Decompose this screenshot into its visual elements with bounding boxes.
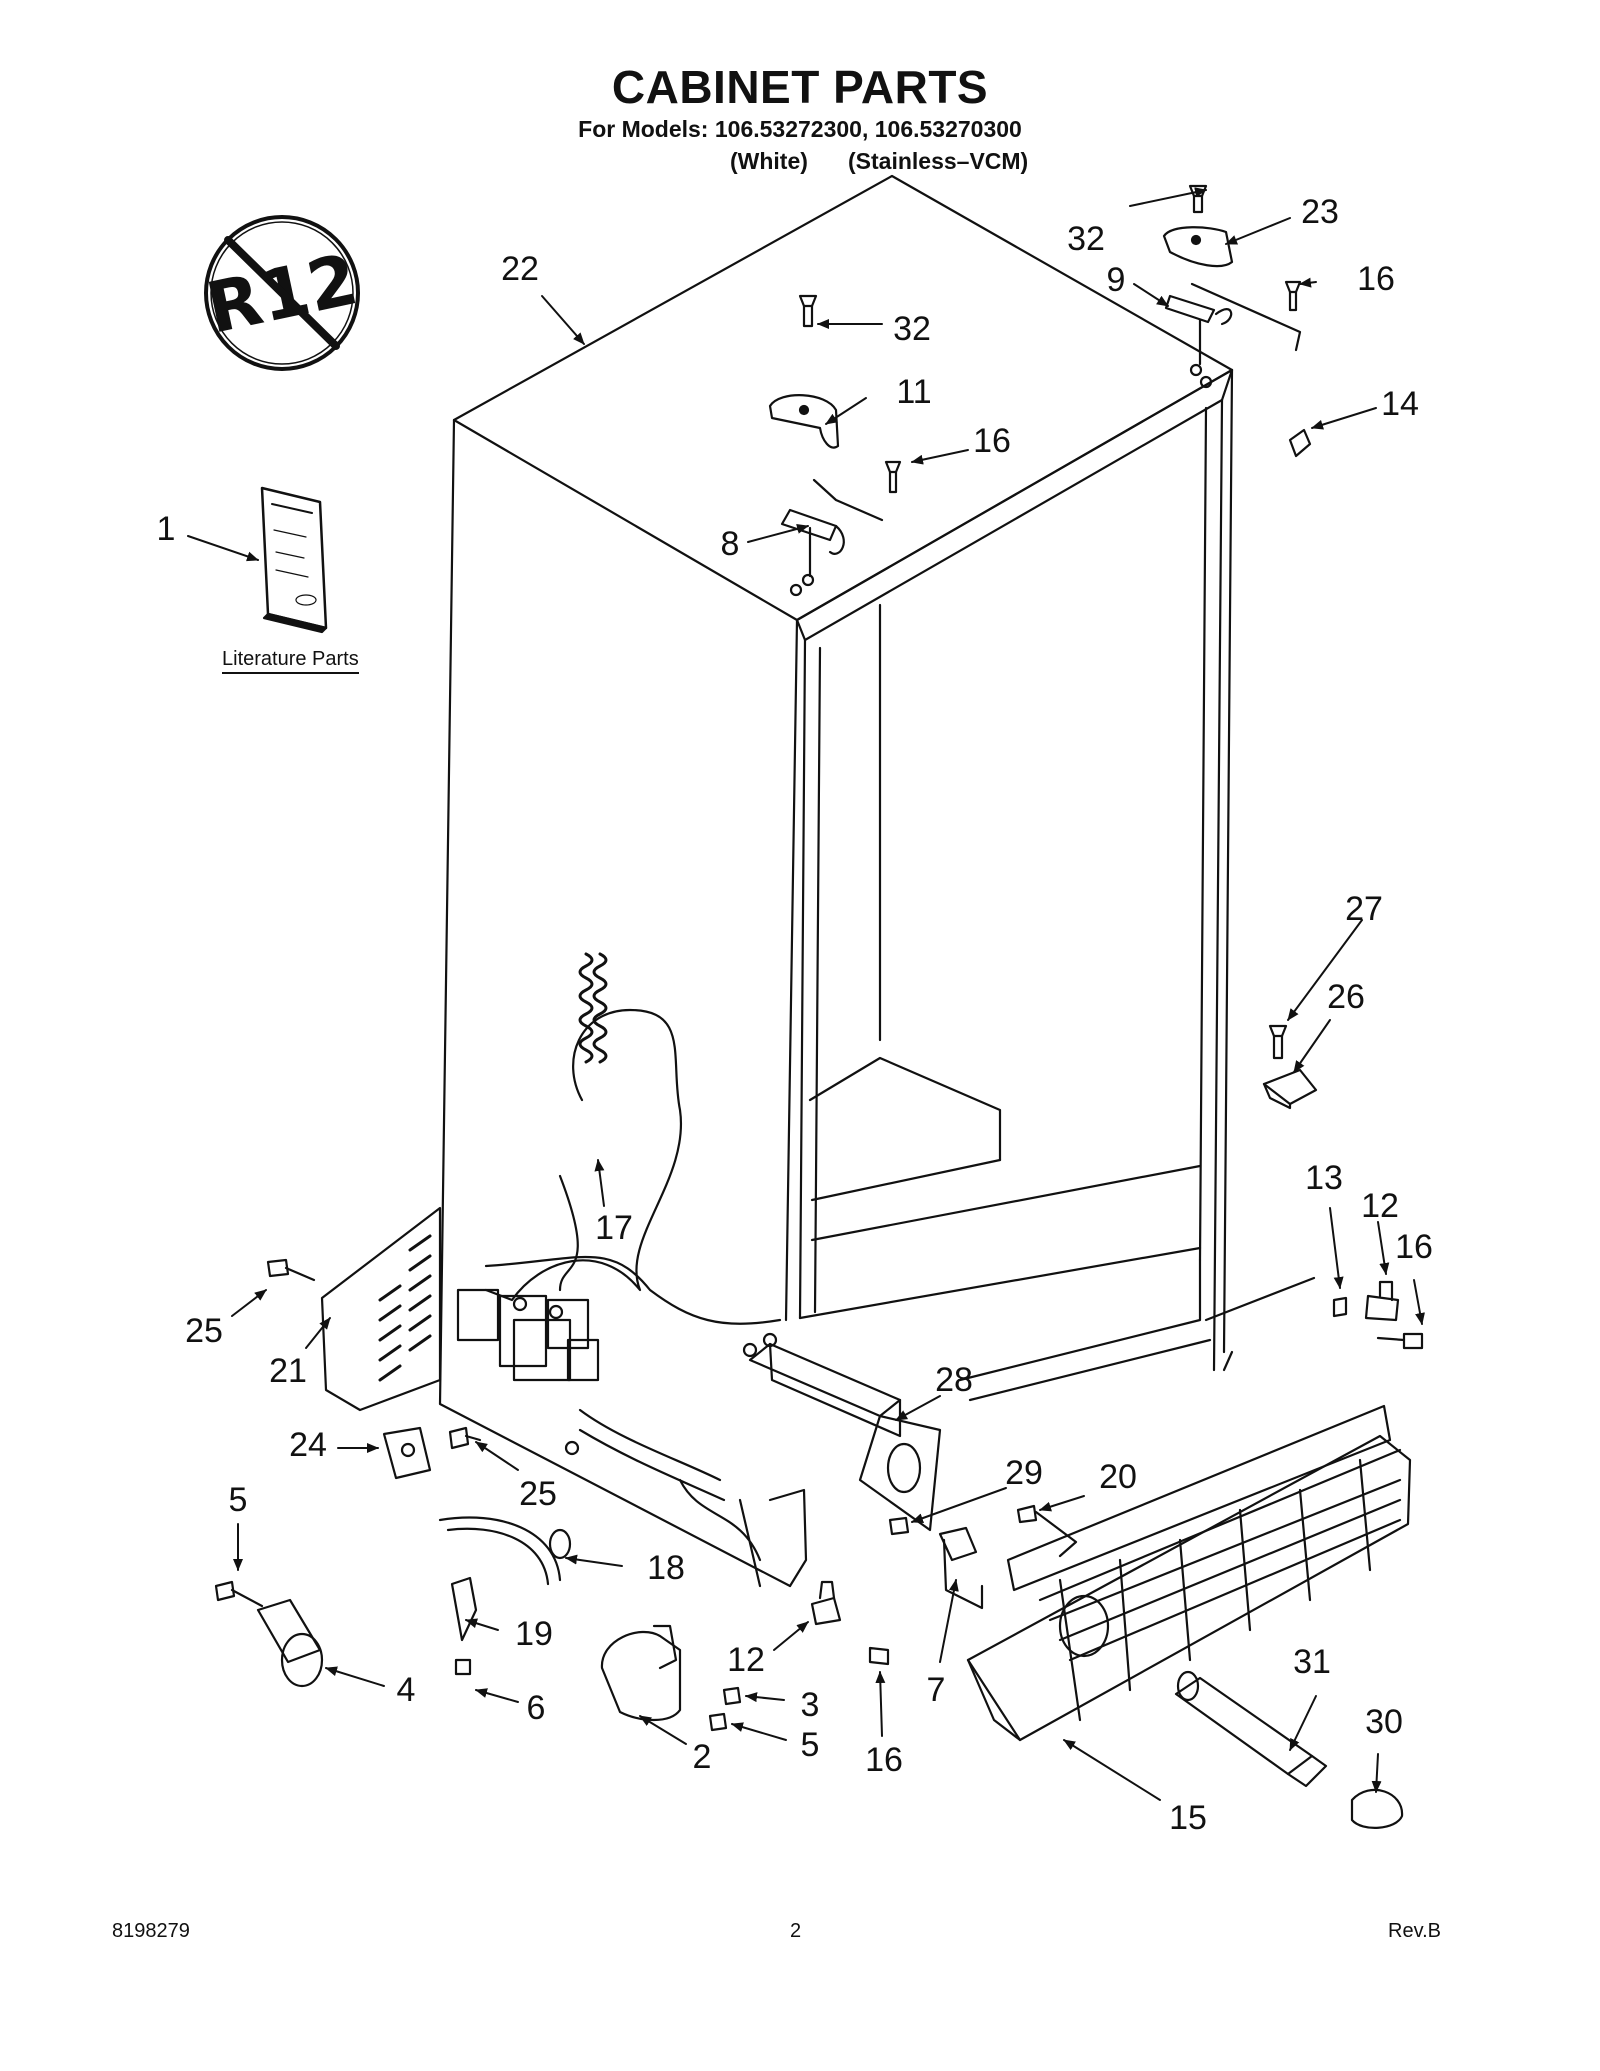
callout-22: 22 (501, 250, 539, 288)
bracket-9 (1164, 282, 1302, 366)
models-line: For Models: 106.53272300, 106.53270300 (578, 116, 1022, 142)
callout-5-hinge: 5 (800, 1726, 820, 1764)
callout-23: 23 (1301, 193, 1339, 231)
callout-26: 26 (1327, 978, 1365, 1016)
filter-cap-30 (1350, 1788, 1404, 1829)
callout-30: 30 (1365, 1703, 1403, 1741)
screw-25-lower (448, 1426, 482, 1450)
revision-label: Rev.B (1388, 1920, 1441, 1942)
callout-6: 6 (526, 1689, 546, 1727)
bracket-8 (780, 478, 884, 578)
variant-stainless: (Stainless–VCM) (848, 148, 1029, 174)
callout-24: 24 (289, 1426, 327, 1464)
screw-29 (888, 1516, 910, 1536)
callout-8: 8 (720, 525, 740, 563)
page-title: CABINET PARTS (611, 61, 989, 113)
block-26 (1262, 1068, 1318, 1110)
callout-20: 20 (1099, 1458, 1137, 1496)
callout-32-right: 32 (1067, 220, 1105, 258)
hinge-12-right (1364, 1280, 1400, 1322)
callout-25-left: 25 (185, 1312, 223, 1350)
clip-19 (450, 1576, 478, 1642)
screw-5-roller (214, 1580, 264, 1608)
literature-booklet (260, 486, 328, 634)
screw-25-left (266, 1258, 316, 1282)
callout-19: 19 (515, 1615, 553, 1653)
callout-32-top: 32 (893, 310, 931, 348)
callout-12-right: 12 (1361, 1187, 1399, 1225)
cover-11 (768, 394, 840, 449)
callout-5-roller: 5 (228, 1481, 248, 1519)
callout-18: 18 (647, 1549, 685, 1587)
callout-16-top: 16 (973, 422, 1011, 460)
callout-27: 27 (1345, 890, 1383, 928)
back-panel-21 (320, 1206, 442, 1412)
callout-11: 11 (896, 373, 932, 411)
callout-3: 3 (800, 1686, 820, 1724)
screw-5-hinge (708, 1712, 728, 1732)
spring-part-17 (578, 952, 608, 1064)
valve-assembly (456, 1288, 726, 1502)
callout-16-lower-right: 16 (1395, 1228, 1433, 1266)
callout-25-lower: 25 (519, 1475, 557, 1513)
callout-21: 21 (269, 1352, 307, 1390)
callout-31: 31 (1293, 1643, 1331, 1681)
no-r12-symbol-icon: R12 (200, 215, 365, 371)
callout-leaders (187, 187, 1425, 1801)
kickplate-grille-15 (966, 1404, 1412, 1742)
cover-23 (1162, 226, 1234, 268)
callout-15: 15 (1169, 1799, 1207, 1837)
callout-29: 29 (1005, 1454, 1043, 1492)
callout-17: 17 (595, 1209, 633, 1247)
callout-9: 9 (1106, 261, 1126, 299)
callout-14: 14 (1381, 385, 1419, 423)
callout-7: 7 (926, 1671, 946, 1709)
screw-6 (454, 1658, 472, 1676)
screw-20 (1016, 1504, 1078, 1558)
cutaway-view (484, 1008, 808, 1588)
callout-12-lower: 12 (727, 1641, 765, 1679)
bracket-13 (1332, 1296, 1348, 1318)
water-filter-31 (1174, 1670, 1328, 1788)
callout-1: 1 (156, 510, 176, 548)
screw-27 (1268, 1024, 1288, 1060)
roller-4 (256, 1598, 324, 1688)
screw-16-top (884, 460, 902, 494)
cabinet-shell (438, 174, 1316, 1588)
hinge-24 (382, 1426, 432, 1480)
screw-16-lower-right (1376, 1332, 1424, 1350)
callout-28: 28 (935, 1361, 973, 1399)
bracket-7 (938, 1526, 984, 1610)
hinge-2 (600, 1624, 682, 1721)
screw-16-right (1284, 280, 1302, 312)
callout-16-top-right: 16 (1357, 260, 1395, 298)
hinge-12-lower (810, 1580, 842, 1626)
callout-4: 4 (396, 1671, 416, 1709)
clip-14 (1288, 428, 1312, 458)
screw-32-top (798, 294, 818, 328)
document-number: 8198279 (112, 1920, 190, 1942)
page-number: 2 (790, 1920, 802, 1942)
callout-16-lower: 16 (865, 1741, 903, 1779)
variant-white: (White) (730, 148, 808, 174)
literature-parts-caption: Literature Parts (222, 648, 359, 674)
tube-18 (438, 1516, 572, 1586)
screw-3 (722, 1686, 742, 1706)
duct-28 (742, 1332, 942, 1532)
callout-2: 2 (692, 1738, 712, 1776)
screw-16-lower (868, 1646, 890, 1666)
callout-13: 13 (1305, 1159, 1343, 1197)
